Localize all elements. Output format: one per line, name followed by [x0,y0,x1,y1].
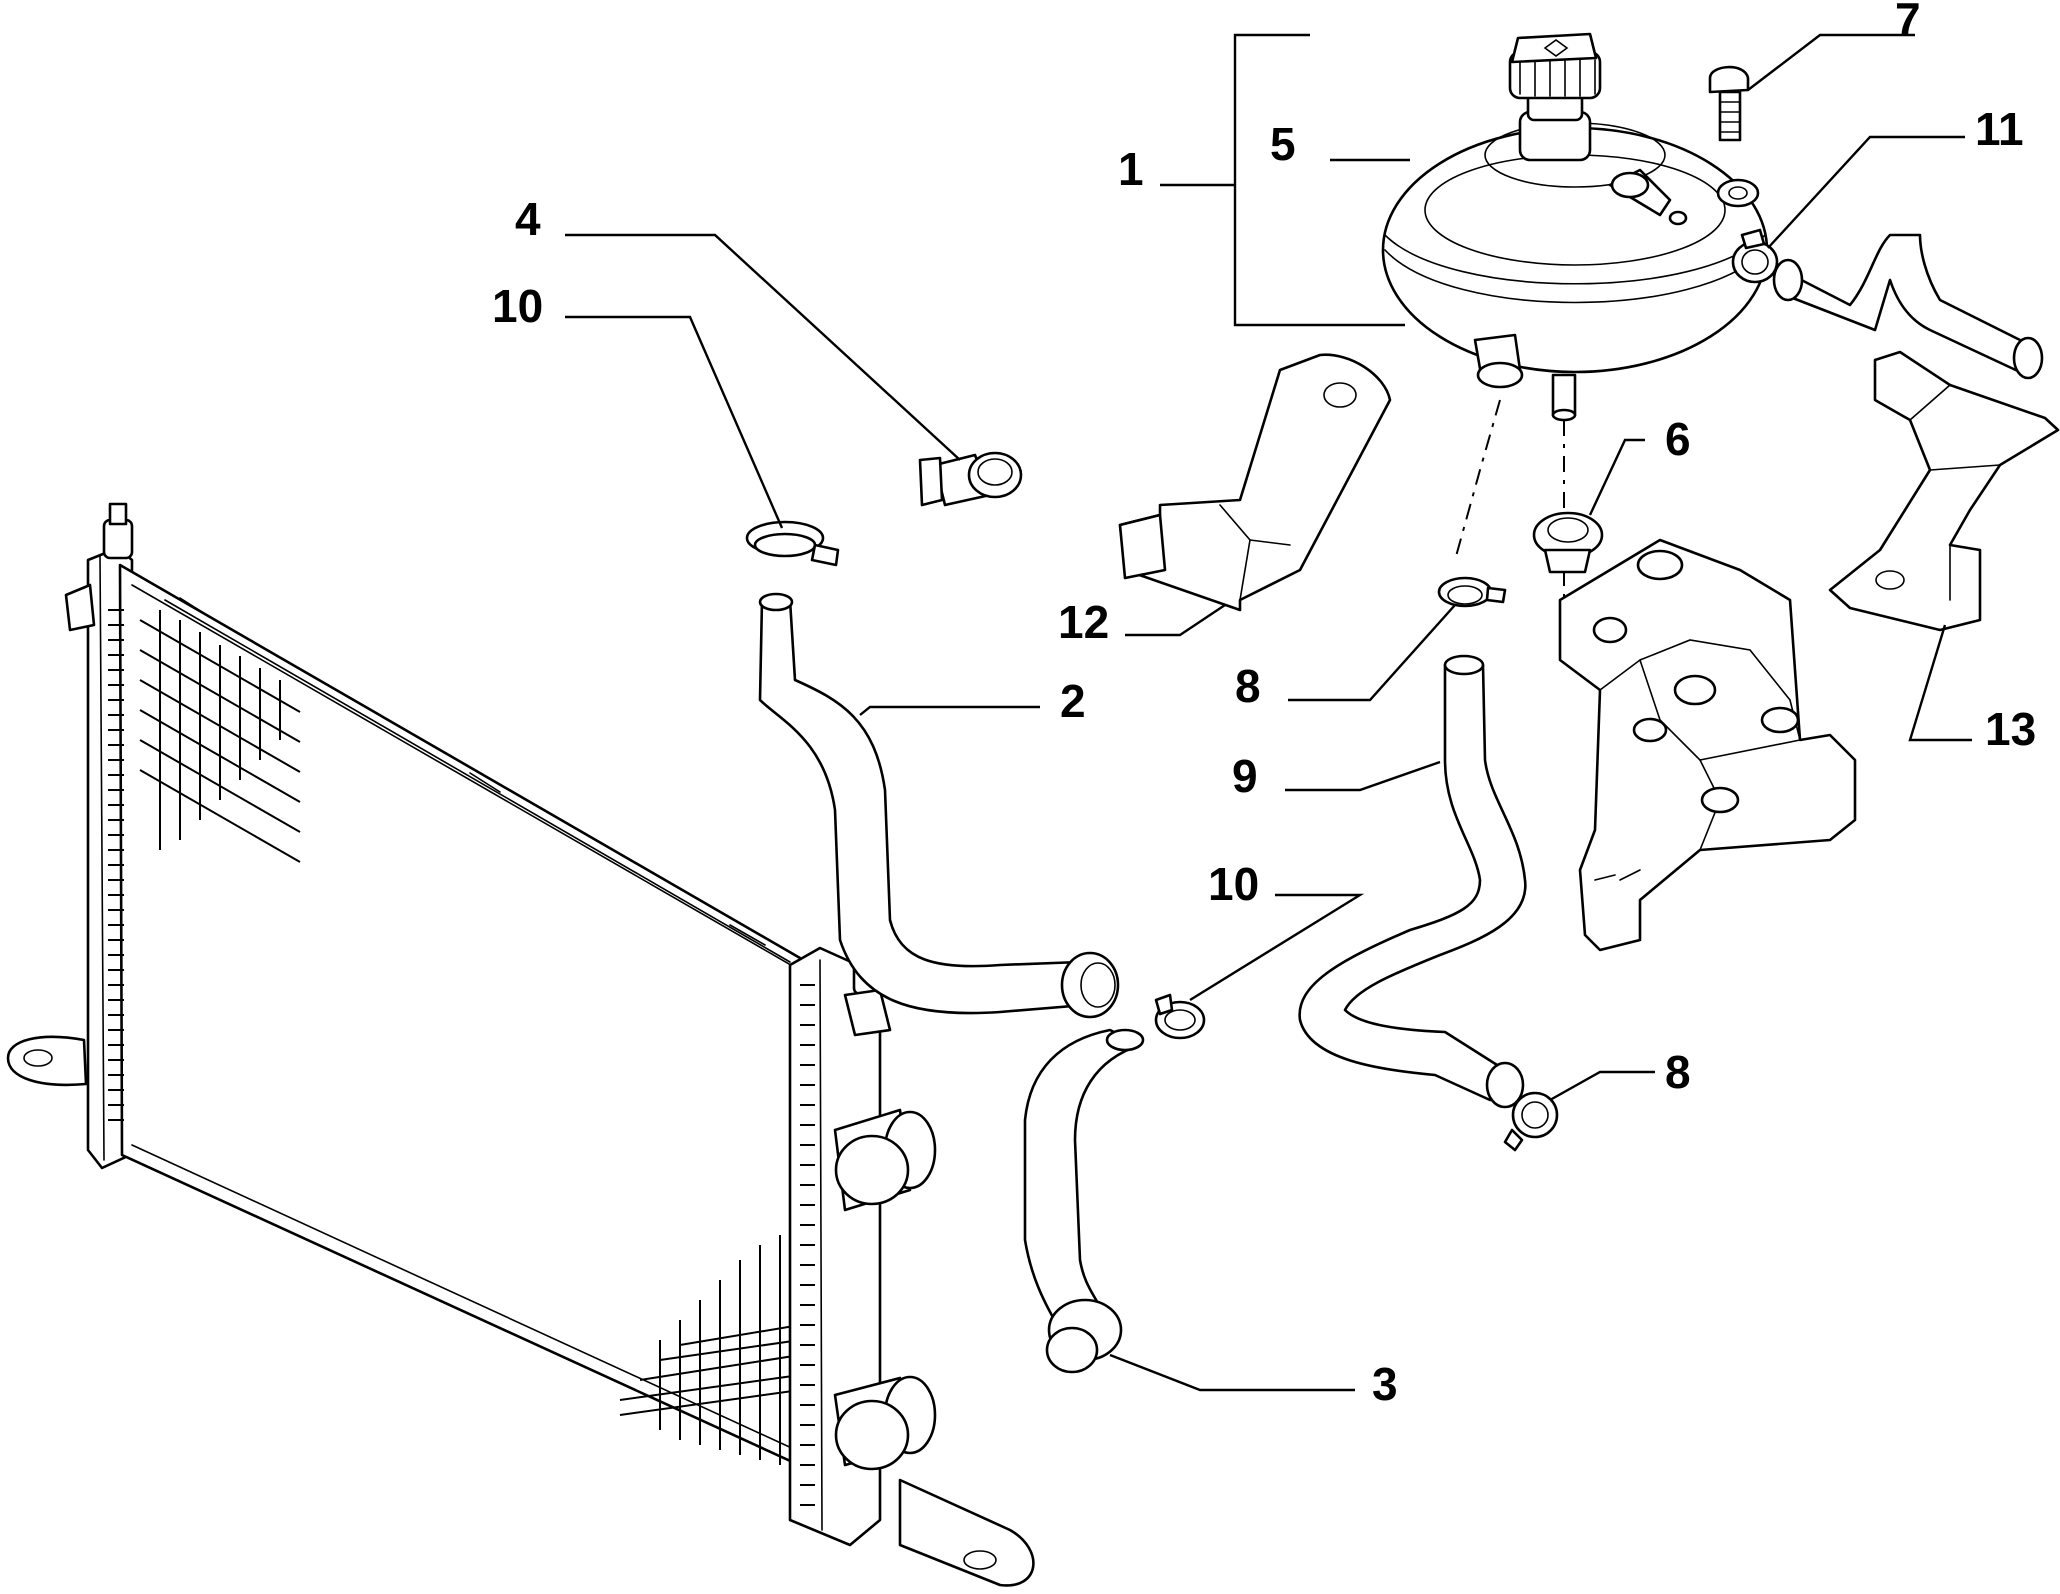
engine-mount [1558,538,1857,952]
leader-1 [1160,33,1405,327]
callout-11: 11 [1975,103,2024,155]
hose-clamp-10-lower [1154,993,1206,1040]
leader-10-lower [1189,893,1365,1002]
leader-9 [1285,760,1441,792]
callout-2: 2 [1060,675,1086,727]
leader-8-lower [1549,1070,1655,1102]
leader-13 [1908,624,1972,742]
expansion-tank [1381,32,1769,422]
hose-clamp-4 [918,451,1023,507]
hose-9 [1298,654,1527,1109]
leader-2 [859,705,1040,716]
callout-10-lower: 10 [1208,858,1259,910]
grommet-6 [1532,511,1604,574]
callout-6: 6 [1665,413,1691,465]
leader-8-upper [1288,604,1456,702]
leader-3 [1109,1353,1355,1392]
leader-6 [1588,438,1645,516]
radiator [6,502,1035,1587]
callout-1: 1 [1118,143,1144,195]
leader-11 [1767,135,1965,249]
callout-13: 13 [1985,703,2036,755]
callout-4: 4 [515,193,541,245]
bracket-12 [1118,353,1392,612]
hose-clamp-8-lower [1503,1091,1559,1152]
hose-upper-radiator [758,592,1120,1019]
callout-3: 3 [1372,1358,1398,1410]
hose-overflow [1772,233,2044,380]
leader-10-upper [565,315,784,529]
leader-4 [565,233,961,461]
callout-7: 7 [1895,0,1921,45]
hose-clamp-11 [1731,228,1779,284]
callout-9: 9 [1232,750,1258,802]
leader-lines [565,33,1972,1392]
callout-8-lower: 8 [1665,1046,1691,1098]
hose-lower-radiator [1023,1028,1145,1374]
callout-10-upper: 10 [492,280,543,332]
bracket-13 [1828,350,2060,632]
leader-12 [1125,604,1226,637]
assembly-line-left [1454,399,1501,561]
leader-7 [1747,33,1915,91]
bolt-7 [1708,65,1750,142]
hose-clamp-8-upper [1437,576,1507,608]
callout-5: 5 [1270,118,1296,170]
callout-8-upper: 8 [1235,660,1261,712]
hose-clamp-10-upper [745,520,840,567]
callout-labels: 1 2 3 4 5 6 7 8 8 9 10 10 11 12 13 [492,0,2036,1410]
callout-12: 12 [1058,596,1109,648]
